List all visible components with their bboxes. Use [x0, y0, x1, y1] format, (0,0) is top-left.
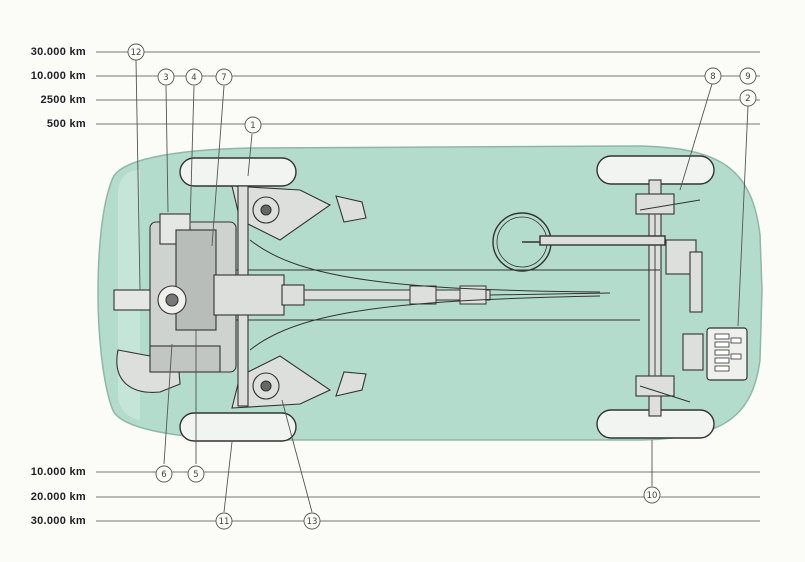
front-axle — [635, 179, 704, 417]
callout-10: 10 — [643, 486, 661, 504]
interval-bottom-20000: 20.000 km — [30, 491, 86, 503]
leader-lines — [135, 59, 749, 513]
rear-wheel-bottom — [179, 412, 297, 442]
callout-7: 7 — [215, 68, 233, 86]
svg-text:10: 10 — [647, 491, 658, 501]
callout-1: 1 — [244, 116, 262, 134]
svg-text:2: 2 — [745, 94, 750, 104]
interval-top-30000: 30.000 km — [30, 46, 86, 58]
interval-bottom-30000: 30.000 km — [30, 515, 86, 527]
callout-12: 12 — [127, 43, 145, 61]
svg-text:1: 1 — [250, 121, 255, 131]
callout-3: 3 — [157, 68, 175, 86]
svg-text:5: 5 — [193, 470, 198, 480]
svg-text:12: 12 — [131, 48, 142, 58]
callout-13: 13 — [303, 512, 321, 530]
callout-4: 4 — [185, 68, 203, 86]
svg-text:4: 4 — [191, 73, 196, 83]
interval-top-2500: 2500 km — [40, 94, 86, 106]
interval-top-500: 500 km — [46, 118, 86, 130]
engine-gearbox — [113, 213, 305, 393]
svg-text:6: 6 — [161, 470, 166, 480]
callout-9: 9 — [739, 67, 757, 85]
svg-text:11: 11 — [219, 517, 230, 527]
rear-wheel-top — [179, 157, 297, 187]
interval-bottom-10000: 10.000 km — [30, 466, 86, 478]
callout-11: 11 — [215, 512, 233, 530]
svg-text:8: 8 — [710, 72, 715, 82]
central-tunnel — [220, 239, 660, 351]
callout-2: 2 — [739, 89, 757, 107]
interval-top-10000: 10.000 km — [30, 70, 86, 82]
callout-5: 5 — [187, 465, 205, 483]
svg-text:9: 9 — [745, 72, 750, 82]
callout-8: 8 — [704, 67, 722, 85]
svg-text:3: 3 — [163, 73, 168, 83]
svg-text:13: 13 — [307, 517, 318, 527]
steering-wheel — [492, 212, 666, 272]
fuse-box — [706, 327, 748, 381]
callout-6: 6 — [155, 465, 173, 483]
svg-text:7: 7 — [221, 73, 226, 83]
